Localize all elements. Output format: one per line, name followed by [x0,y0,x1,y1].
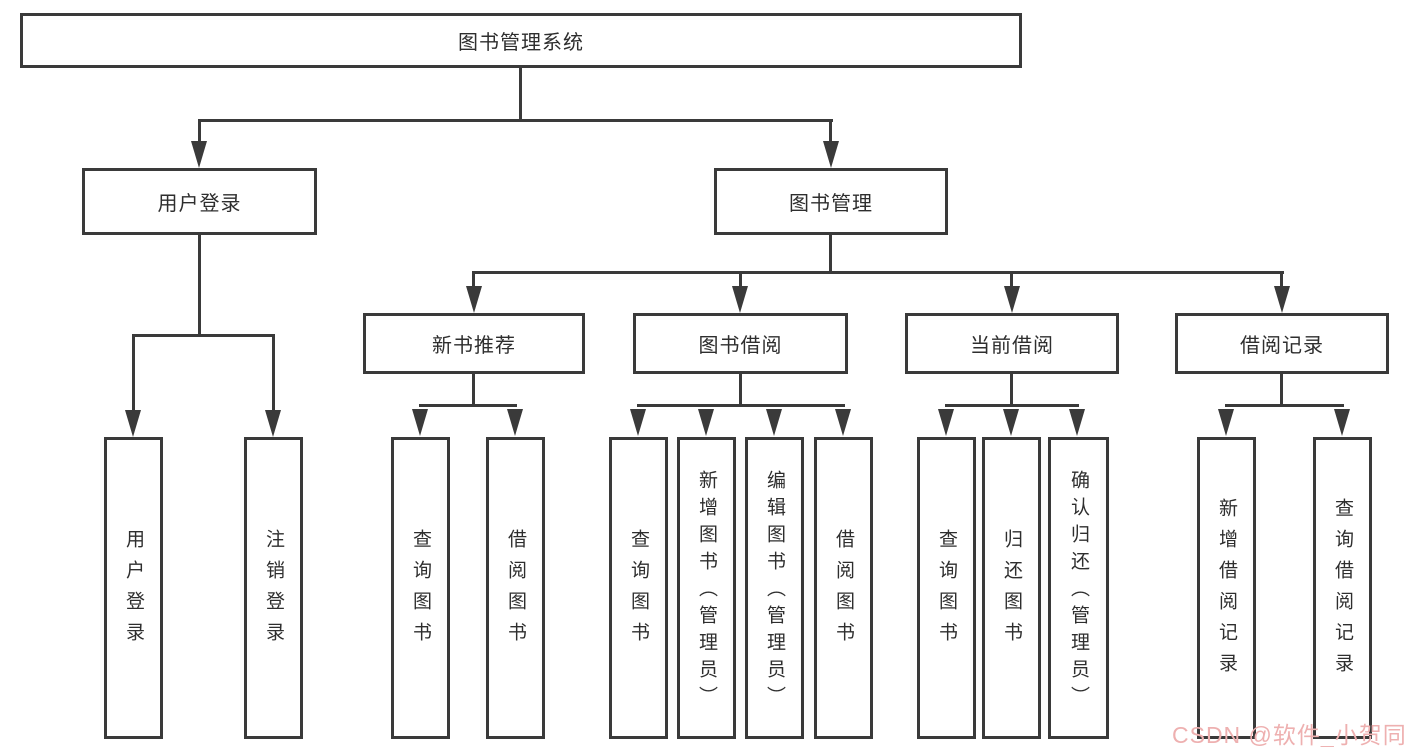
node-library-system: 图书管理系统 [20,13,1022,68]
arrow-down [466,286,482,313]
node-book-borrow: 图书借阅 [633,313,848,374]
arrow-down [835,409,851,436]
arrow-down [766,409,782,436]
connector-vline [1010,271,1013,291]
watermark: CSDN @软件_小贺同学 [1172,722,1405,747]
node-book-management: 图书管理 [714,168,948,235]
connector-hline [472,271,1284,274]
connector-hline [1225,404,1344,407]
arrow-down [125,410,141,437]
arrow-down [265,410,281,437]
leaf-query-books-borrow: 查询图书 [609,437,668,739]
leaf-borrow-books-recommend: 借阅图书 [486,437,545,739]
connector-vline [739,374,742,407]
connector-vline [1280,374,1283,407]
connector-hline [945,404,1079,407]
arrow-down [1334,409,1350,436]
connector-hline [198,119,833,122]
connector-hline [637,404,845,407]
leaf-edit-book-admin: 编辑图书（管理员） [745,437,804,739]
node-borrow-records: 借阅记录 [1175,313,1389,374]
leaf-logout-login: 注销登录 [244,437,303,739]
node-current-borrow: 当前借阅 [905,313,1119,374]
connector-vline [472,271,475,291]
node-current-borrow-label: 当前借阅 [970,335,1054,357]
connector-hline [132,334,275,337]
connector-vline [829,119,832,145]
node-borrow-records-label: 借阅记录 [1240,335,1324,357]
connector-vline [1010,374,1013,407]
arrow-down [1069,409,1085,436]
arrow-down [191,141,207,168]
arrow-down [1218,409,1234,436]
arrow-down [732,286,748,313]
leaf-user-login: 用户登录 [104,437,163,739]
node-library-system-label: 图书管理系统 [458,32,584,54]
arrow-down [1004,286,1020,313]
node-book-management-label: 图书管理 [789,193,873,215]
leaf-add-borrow-record: 新增借阅记录 [1197,437,1256,739]
arrow-down [630,409,646,436]
leaf-borrow-books: 借阅图书 [814,437,873,739]
connector-vline [472,374,475,407]
arrow-down [1003,409,1019,436]
leaf-confirm-return-admin: 确认归还（管理员） [1048,437,1109,739]
arrow-down [698,409,714,436]
leaf-add-book-admin: 新增图书（管理员） [677,437,736,739]
connector-vline [1280,271,1283,291]
connector-hline [419,404,517,407]
node-user-login: 用户登录 [82,168,317,235]
arrow-down [507,409,523,436]
connector-vline [519,68,522,120]
leaf-query-books-current: 查询图书 [917,437,976,739]
node-book-borrow-label: 图书借阅 [698,335,783,357]
node-new-book-recommend-label: 新书推荐 [432,335,516,357]
connector-vline [198,235,201,337]
node-new-book-recommend: 新书推荐 [363,313,585,374]
connector-vline [739,271,742,291]
node-user-login-label: 用户登录 [157,193,242,215]
arrow-down [823,141,839,168]
arrow-down [938,409,954,436]
connector-vline [272,334,275,414]
leaf-return-book: 归还图书 [982,437,1041,739]
connector-vline [198,119,201,145]
arrow-down [412,409,428,436]
connector-vline [132,334,135,414]
connector-vline [829,235,832,273]
arrow-down [1274,286,1290,313]
leaf-query-books-recommend: 查询图书 [391,437,450,739]
leaf-query-borrow-record: 查询借阅记录 [1313,437,1372,739]
